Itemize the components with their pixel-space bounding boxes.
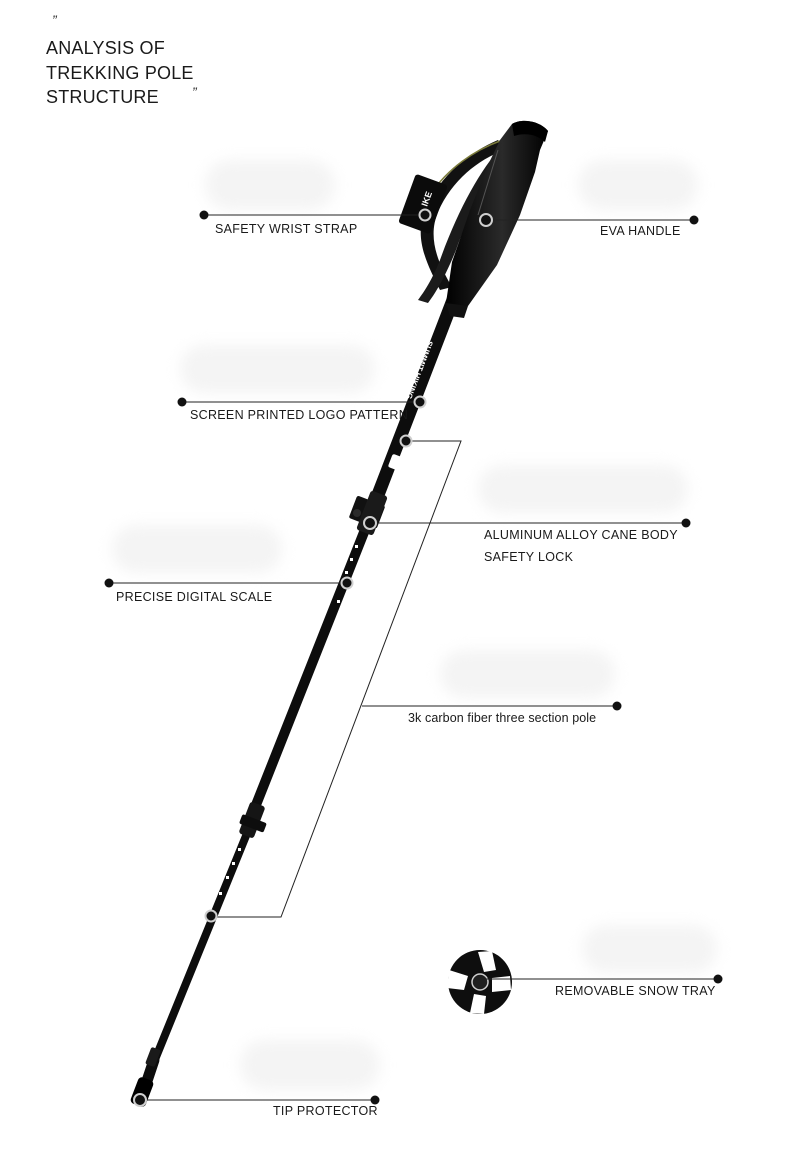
label-tip-protector: TIP PROTECTOR [273,1104,378,1118]
label-logo-pattern: SCREEN PRINTED LOGO PATTERN [190,408,409,422]
snow-tray-shape [447,950,512,1014]
title-line-3: STRUCTURE [46,87,159,107]
label-cane-body: ALUMINUM ALLOY CANE BODY [484,528,678,542]
title-line-2: TREKKING POLE [46,62,194,83]
faint-patch [582,925,717,973]
label-safety-lock: SAFETY LOCK [484,550,574,564]
label-carbon-pole: 3k carbon fiber three section pole [408,711,597,725]
label-snow-tray: REMOVABLE SNOW TRAY [555,984,716,998]
label-eva-handle: EVA HANDLE [600,224,681,238]
lower-lock-shape [239,802,267,838]
faint-patch [440,650,615,698]
faint-patch [578,160,698,210]
leader-lines [109,214,718,1101]
faint-patch [205,160,335,210]
label-digital-scale: PRECISE DIGITAL SCALE [116,590,273,604]
label-wrist-strap: SAFETY WRIST STRAP [215,222,358,236]
title-open-quote: ” [52,12,57,28]
leader-end-dots [104,210,723,1105]
faint-patch [180,345,375,393]
faint-patch [112,525,282,573]
eva-handle-shape [446,120,548,318]
faint-patch [478,465,688,513]
grip-brand-print: IKE [419,190,434,208]
diagram-title: ANALYSIS OF TREKKING POLE STRUCTURE [46,36,194,110]
title-line-1: ANALYSIS OF [46,38,165,58]
component-markers [133,208,493,1107]
shaft-print-marks [219,454,402,895]
title-close-quote: ” [192,84,197,100]
faint-patch [240,1040,380,1090]
